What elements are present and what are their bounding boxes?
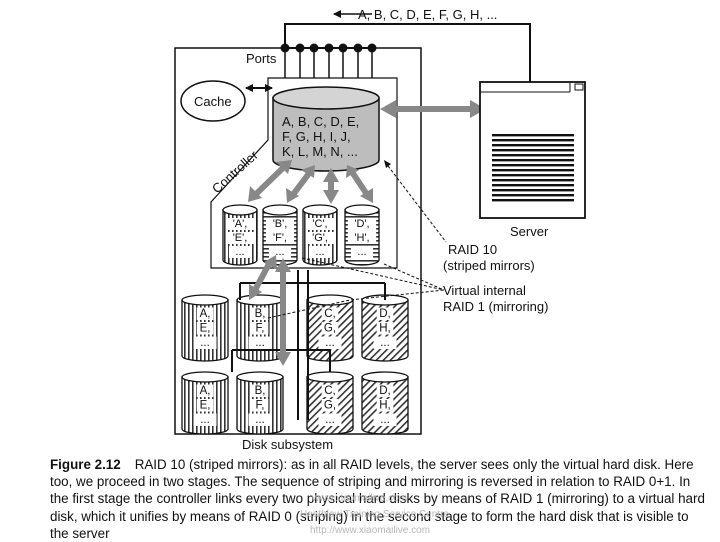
virtual-internal-disk: 'C', 'G',... bbox=[302, 204, 338, 266]
disk-label: A, bbox=[200, 385, 211, 397]
disk-label: ... bbox=[380, 337, 390, 349]
disk-label: 'A', bbox=[233, 218, 248, 230]
internal-bus bbox=[231, 270, 386, 420]
disk-label: C, bbox=[324, 308, 336, 320]
controller-label: Controller bbox=[209, 147, 261, 196]
disk-label: 'B', bbox=[273, 218, 288, 230]
physical-disks-bottom: A, E,... B, F,... C, G,... D, H,... bbox=[181, 371, 409, 435]
physical-disk: C, G,... bbox=[306, 371, 354, 435]
disk-label: E, bbox=[200, 323, 211, 335]
disk-label: E, bbox=[200, 400, 211, 412]
raid1-mirroring-label: RAID 1 (mirroring) bbox=[443, 299, 548, 314]
virtual-internal-label: Virtual internal bbox=[443, 283, 526, 298]
raid10-diagram: A, B, C, D, E, F, G, H, ... Ports Cache … bbox=[174, 7, 586, 452]
port bbox=[324, 43, 334, 53]
disk-label: ... bbox=[200, 414, 210, 426]
controller-raid0-arrows bbox=[248, 160, 373, 204]
caption-text: RAID 10 (striped mirrors): as in all RAI… bbox=[50, 457, 705, 541]
server bbox=[479, 81, 586, 219]
disk-label: 'E', bbox=[233, 232, 248, 244]
disk-label: ... bbox=[315, 246, 324, 258]
raid10-label: RAID 10 bbox=[448, 242, 497, 257]
figure-number: Figure 2.12 bbox=[50, 457, 121, 472]
disk-label: ... bbox=[275, 246, 284, 258]
virtual-disk-line: F, G, H, I, J, bbox=[282, 129, 351, 144]
watermark-line: http://www.xiaomailive.com bbox=[310, 525, 431, 536]
disk-label: H, bbox=[379, 323, 391, 335]
disk-label: 'C', bbox=[312, 218, 327, 230]
disk-label: 'G', bbox=[312, 232, 328, 244]
disk-label: G, bbox=[324, 323, 336, 335]
physical-disk: A, E,... bbox=[181, 371, 229, 435]
watermark-line: www.xiaomailive.com bbox=[312, 493, 408, 504]
raid1-callout: Virtual internal RAID 1 (mirroring) bbox=[267, 257, 548, 319]
disk-label: ... bbox=[255, 414, 265, 426]
port bbox=[309, 43, 319, 53]
disk-label: F, bbox=[256, 323, 265, 335]
disk-label: D, bbox=[379, 308, 391, 320]
disk-label: H, bbox=[379, 400, 391, 412]
virtual-disk-line: K, L, M, N, ... bbox=[282, 144, 358, 159]
watermark-line: Heathlaw Training Service Centre bbox=[300, 509, 449, 520]
raid10-sub-label: (striped mirrors) bbox=[443, 258, 535, 273]
raid1-mirror-arrows bbox=[249, 255, 291, 366]
server-disk-arrow bbox=[380, 100, 486, 118]
port bbox=[280, 43, 290, 53]
controller-box bbox=[210, 77, 398, 269]
port bbox=[367, 43, 377, 53]
disk-label: B, bbox=[255, 385, 266, 397]
disk-label: ... bbox=[325, 337, 335, 349]
server-connection-line bbox=[284, 23, 531, 82]
physical-disk: B, F,... bbox=[236, 294, 284, 362]
disk-subsystem-label: Disk subsystem bbox=[242, 437, 333, 452]
physical-disk: A, E,... bbox=[181, 294, 229, 362]
disk-label: C, bbox=[324, 385, 336, 397]
disk-label: ... bbox=[380, 414, 390, 426]
virtual-internal-disk: 'D', 'H',... bbox=[344, 204, 380, 266]
physical-disks-top: A, E,... B, F,... C, G,... D, H,... bbox=[181, 294, 409, 362]
disk-label: ... bbox=[235, 246, 244, 258]
disk-label: ... bbox=[255, 337, 265, 349]
physical-disk: B, F,... bbox=[236, 371, 284, 435]
virtual-internal-disk: 'B', 'F',... bbox=[262, 204, 298, 266]
disk-label: ... bbox=[325, 414, 335, 426]
port bbox=[295, 43, 305, 53]
virtual-internal-disks: 'A', 'E',... 'B', 'F',... 'C', 'G',... 'D', 'H'… bbox=[222, 204, 380, 266]
physical-disk: C, G,... bbox=[306, 294, 354, 362]
disk-label: B, bbox=[255, 308, 266, 320]
disk-label: 'D', bbox=[354, 218, 369, 230]
disk-label: 'H', bbox=[354, 232, 369, 244]
server-data-label: A, B, C, D, E, F, G, H, ... bbox=[358, 7, 497, 22]
disk-label: ... bbox=[200, 337, 210, 349]
server-vents bbox=[492, 134, 574, 202]
ports-label: Ports bbox=[246, 51, 277, 66]
disk-label: G, bbox=[324, 400, 336, 412]
disk-label: ... bbox=[357, 246, 366, 258]
ports bbox=[280, 43, 377, 78]
physical-disk: D, H,... bbox=[361, 294, 409, 362]
port bbox=[338, 43, 348, 53]
physical-disk: D, H,... bbox=[361, 371, 409, 435]
cache-label: Cache bbox=[194, 94, 232, 109]
raid10-callout: RAID 10 (striped mirrors) bbox=[384, 160, 535, 273]
virtual-internal-disk: 'A', 'E',... bbox=[222, 204, 258, 266]
disk-label: 'F', bbox=[273, 232, 287, 244]
disk-label: F, bbox=[256, 400, 265, 412]
virtual-hard-disk: A, B, C, D, E, F, G, H, I, J, K, L, M, N… bbox=[272, 86, 380, 172]
disk-label: D, bbox=[379, 385, 391, 397]
disk-label: A, bbox=[200, 308, 211, 320]
server-label: Server bbox=[510, 224, 549, 239]
virtual-disk-line: A, B, C, D, E, bbox=[282, 114, 359, 129]
port bbox=[353, 43, 363, 53]
cache bbox=[180, 80, 246, 122]
